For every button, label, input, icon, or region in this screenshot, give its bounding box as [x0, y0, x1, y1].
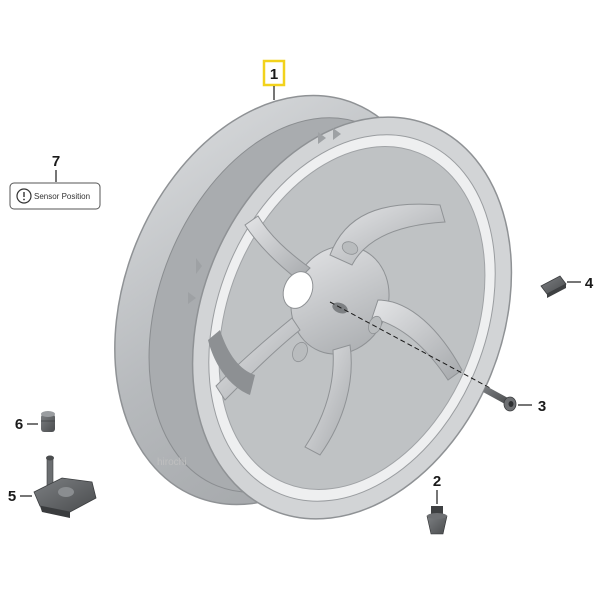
callout-6-label: 6 — [15, 416, 23, 433]
bolt-axis-line — [329, 301, 491, 389]
balance-weight — [540, 275, 567, 298]
callout-4-label: 4 — [585, 275, 594, 292]
callout-1-highlight-box — [262, 59, 286, 87]
callout-1-label: 1 — [270, 66, 278, 83]
callout-5-label: 5 — [8, 488, 16, 505]
sensor-position-text: Sensor Position — [34, 192, 90, 201]
wheel-bolt — [483, 386, 517, 412]
callout-3-label: 3 — [538, 398, 546, 415]
callout-2-label: 2 — [433, 473, 441, 490]
tire-pressure-icon — [16, 188, 32, 204]
wheel-spokes — [208, 203, 463, 456]
tire-pressure-sensor — [33, 455, 97, 518]
watermark-text: hirochi — [157, 457, 186, 468]
valve-cap — [41, 411, 55, 432]
sensor-position-sticker: Sensor Position — [9, 182, 101, 210]
callout-7-label: 7 — [52, 153, 60, 170]
valve-stem — [426, 506, 448, 535]
